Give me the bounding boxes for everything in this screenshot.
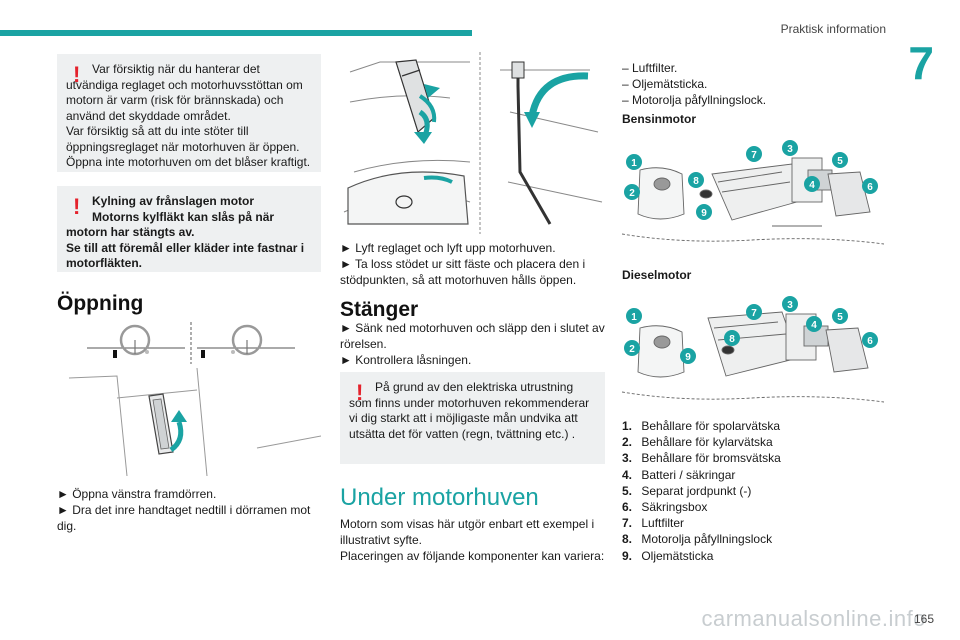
diesel-engine-diagram: 1 2 3 4 5 6 7 8 9	[622, 288, 884, 412]
dash-item: – Luftfilter.	[622, 61, 678, 75]
callout-marker-5: 5	[832, 308, 848, 324]
svg-text:4: 4	[811, 320, 817, 331]
closing-step-2: ► Kontrollera låsningen.	[340, 353, 472, 367]
callout-marker-3: 3	[782, 296, 798, 312]
svg-text:4: 4	[809, 180, 815, 191]
callout-marker-7: 7	[746, 304, 762, 320]
svg-text:3: 3	[787, 300, 793, 311]
callout-marker-8: 8	[724, 330, 740, 346]
warning-box-hot-engine: ! Var försiktig när du hanterar det utvä…	[57, 54, 321, 172]
closing-steps: ► Sänk ned motorhuven och släpp den i sl…	[340, 320, 605, 368]
warning-exclamation-icon: !	[73, 194, 81, 219]
callout-marker-4: 4	[804, 176, 820, 192]
svg-text:2: 2	[629, 344, 635, 355]
header-accent-bar	[0, 30, 472, 36]
svg-text:1: 1	[631, 158, 637, 169]
svg-text:1: 1	[631, 312, 637, 323]
pedal-icon	[113, 350, 117, 358]
callout-marker-2: 2	[624, 340, 640, 356]
warning-box-water: ! På grund av den elektriska utrustning …	[340, 372, 605, 464]
heading-under-hood: Under motorhuven	[340, 484, 539, 511]
opening-steps: ► Öppna vänstra framdörren. ► Dra det in…	[57, 486, 321, 534]
warning-exclamation-icon: !	[356, 380, 364, 405]
petrol-engine-diagram: 1 2 3 4 5 6 7 8 9	[622, 134, 884, 256]
heading-petrol-engine: Bensinmotor	[622, 112, 697, 126]
legend-item: 5. Separat jordpunkt (-)	[622, 483, 752, 498]
callout-marker-6: 6	[862, 332, 878, 348]
under-hood-intro: Motorn som visas här utgör enbart ett ex…	[340, 516, 605, 564]
svg-text:5: 5	[837, 312, 843, 323]
svg-text:7: 7	[751, 308, 757, 319]
component-legend: 1. Behållare för spolarvätska 2. Behålla…	[622, 418, 884, 564]
callout-marker-8: 8	[688, 172, 704, 188]
page-number: 165	[913, 612, 934, 626]
heading-diesel-engine: Dieselmotor	[622, 268, 692, 282]
svg-text:7: 7	[751, 150, 757, 161]
legend-item: 9. Oljemätsticka	[622, 548, 714, 563]
pedal-icon	[201, 350, 205, 358]
svg-text:8: 8	[693, 176, 699, 187]
legend-item: 6. Säkringsbox	[622, 500, 708, 515]
lift-steps: ► Lyft reglaget och lyft upp motorhuven.…	[340, 240, 605, 288]
dash-item: – Oljemätsticka.	[622, 77, 708, 91]
callout-marker-1: 1	[626, 154, 642, 170]
callout-marker-9: 9	[680, 348, 696, 364]
lift-step-2: ► Ta loss stödet ur sitt fäste och place…	[340, 257, 586, 287]
under-hood-p2: Placeringen av följande komponenter kan …	[340, 549, 605, 563]
svg-text:6: 6	[867, 182, 873, 193]
legend-item: 7. Luftfilter	[622, 516, 685, 531]
legend-item: 1. Behållare för spolarvätska	[622, 419, 781, 433]
legend-item: 3. Behållare för bromsvätska	[622, 451, 781, 466]
opening-step-2: ► Dra det inre handtaget nedtill i dörra…	[57, 503, 311, 533]
dash-item: – Motorolja påfyllningslock.	[622, 93, 767, 107]
svg-text:5: 5	[837, 156, 843, 167]
warning-text: Var försiktig när du hanterar det utvänd…	[66, 62, 303, 123]
hood-lift-illustration	[340, 52, 605, 234]
watermark: carmanualsonline.info	[701, 606, 926, 631]
callout-marker-6: 6	[862, 178, 878, 194]
under-hood-p1: Motorn som visas här utgör enbart ett ex…	[340, 517, 595, 547]
warning-exclamation-icon: !	[73, 62, 81, 87]
arrow-icon	[524, 112, 540, 128]
callout-marker-5: 5	[832, 152, 848, 168]
warning-text: Motorns kylfläkt kan slås på när motorn …	[66, 209, 275, 240]
warning-box-cooling-fan: ! Kylning av frånslagen motor Motorns ky…	[57, 186, 321, 272]
opening-step-1: ► Öppna vänstra framdörren.	[57, 487, 217, 501]
callout-marker-2: 2	[624, 184, 640, 200]
legend-item: 2. Behållare för kylarvätska	[622, 435, 773, 450]
header-title: Praktisk information	[780, 22, 886, 36]
warning-text: På grund av den elektriska utrustning so…	[349, 380, 590, 441]
svg-text:8: 8	[729, 334, 735, 345]
svg-text:9: 9	[685, 352, 691, 363]
svg-text:6: 6	[867, 336, 873, 347]
warning-text: Se till att föremål eller kläder inte fa…	[66, 240, 305, 271]
callout-marker-1: 1	[626, 308, 642, 324]
door-release-illustration	[57, 318, 321, 476]
callout-marker-4: 4	[806, 316, 822, 332]
callout-marker-9: 9	[696, 204, 712, 220]
warning-title: Kylning av frånslagen motor	[92, 194, 255, 208]
heading-opening: Öppning	[57, 292, 144, 315]
arrow-up-icon	[171, 410, 187, 422]
svg-text:2: 2	[629, 188, 635, 199]
callout-marker-7: 7	[746, 146, 762, 162]
chapter-number: 7	[908, 37, 934, 89]
legend-item: 4. Batteri / säkringar	[622, 467, 736, 482]
closing-step-1: ► Sänk ned motorhuven och släpp den i sl…	[340, 321, 605, 351]
warning-text: Öppna inte motorhuven om det blåser kraf…	[66, 155, 311, 169]
component-dash-list: – Luftfilter. – Oljemätsticka. – Motorol…	[622, 60, 884, 108]
callout-marker-3: 3	[782, 140, 798, 156]
svg-text:3: 3	[787, 144, 793, 155]
svg-text:9: 9	[701, 208, 707, 219]
legend-item: 8. Motorolja påfyllningslock	[622, 532, 773, 547]
heading-closing: Stänger	[340, 298, 419, 321]
warning-text: Var försiktig så att du inte stöter till…	[66, 124, 300, 154]
lift-step-1: ► Lyft reglaget och lyft upp motorhuven.	[340, 241, 556, 255]
